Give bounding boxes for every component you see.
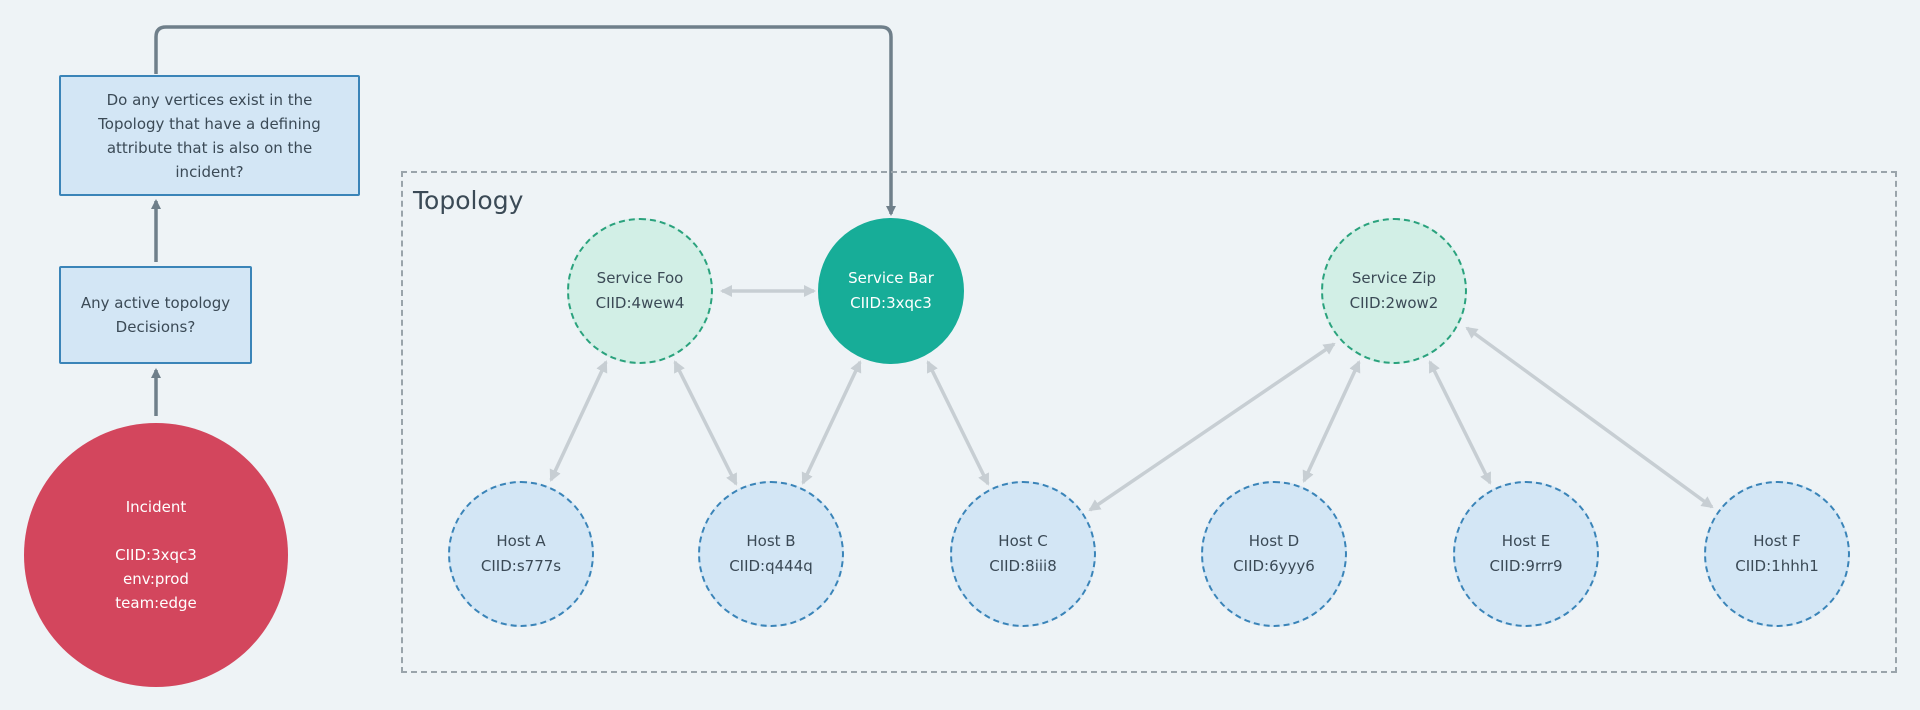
edge-bar-host-b	[801, 360, 862, 485]
host-node-f: Host F CIID:1hhh1	[1704, 481, 1850, 627]
service-node-zip: Service Zip CIID:2wow2	[1321, 218, 1467, 364]
service-node-bar: Service Bar CIID:3xqc3	[818, 218, 964, 364]
edge-bar-host-c	[926, 360, 990, 486]
host-ciid: CIID:s777s	[480, 557, 562, 575]
host-name: Host C	[998, 532, 1048, 550]
host-node-a: Host A CIID:s777s	[448, 481, 594, 627]
host-ciid: CIID:8iii8	[989, 557, 1057, 575]
service-ciid: CIID:4wew4	[595, 294, 685, 312]
host-ciid: CIID:6yyy6	[1233, 557, 1315, 575]
host-node-d: Host D CIID:6yyy6	[1201, 481, 1347, 627]
host-name: Host D	[1248, 532, 1300, 550]
topology-group	[401, 171, 1897, 673]
service-ciid: CIID:3xqc3	[850, 294, 932, 312]
decisions-question-text: Any active topology Decisions?	[80, 294, 231, 336]
vertices-question-box: Do any vertices exist in the Topology th…	[59, 75, 360, 196]
host-name: Host E	[1501, 532, 1551, 550]
host-node-c: Host C CIID:8iii8	[950, 481, 1096, 627]
host-name: Host F	[1753, 532, 1801, 550]
edge-foo-host-b	[673, 360, 738, 486]
host-name: Host B	[746, 532, 796, 550]
vertices-question-text: Do any vertices exist in the Topology th…	[98, 90, 321, 181]
service-ciid: CIID:2wow2	[1349, 294, 1439, 312]
incident-env: env:prod	[123, 570, 189, 588]
arrow-vertices-to-service-bar	[154, 25, 896, 216]
edge-zip-host-c	[1088, 342, 1336, 512]
host-node-e: Host E CIID:9rrr9	[1453, 481, 1599, 627]
edge-foo-host-a	[549, 360, 608, 482]
edge-zip-host-d	[1302, 360, 1361, 483]
host-name: Host A	[496, 532, 546, 550]
decisions-question-box: Any active topology Decisions?	[59, 266, 252, 364]
service-name: Service Zip	[1351, 269, 1437, 287]
incident-node: Incident CIID:3xqc3 env:prod team:edge	[24, 423, 288, 687]
service-node-foo: Service Foo CIID:4wew4	[567, 218, 713, 364]
host-ciid: CIID:1hhh1	[1735, 557, 1819, 575]
incident-title: Incident	[125, 498, 187, 516]
host-ciid: CIID:9rrr9	[1489, 557, 1563, 575]
incident-ciid: CIID:3xqc3	[115, 546, 197, 564]
service-name: Service Bar	[848, 269, 934, 287]
topology-title: Topology	[413, 186, 524, 215]
host-ciid: CIID:q444q	[729, 557, 813, 575]
host-node-b: Host B CIID:q444q	[698, 481, 844, 627]
incident-team: team:edge	[115, 594, 197, 612]
edge-zip-host-f	[1465, 326, 1714, 509]
service-name: Service Foo	[596, 269, 684, 287]
